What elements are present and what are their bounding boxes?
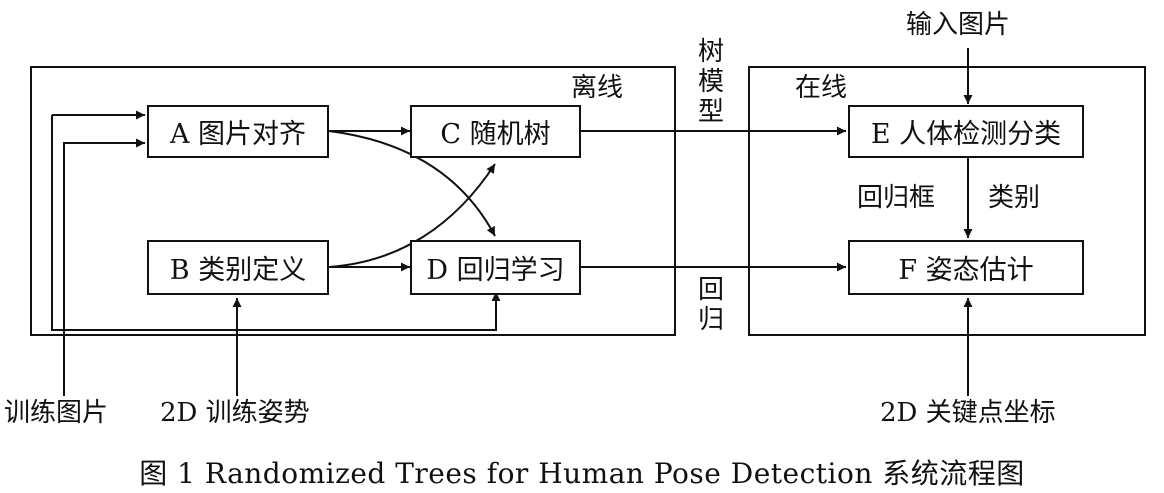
node-d-regression-learning: D 回归学习 xyxy=(410,240,581,295)
online-label: 在线 xyxy=(795,73,848,103)
online-frame xyxy=(748,66,1146,336)
edge-label-box: 回归框 xyxy=(857,183,936,213)
edge-training-images-to-a-top xyxy=(63,138,145,396)
input-training-images: 训练图片 xyxy=(4,398,109,428)
input-keypoints-2d: 2D 关键点坐标 xyxy=(880,398,1056,428)
edge-label-regression: 回归 xyxy=(697,275,724,335)
edge-label-category: 类别 xyxy=(988,183,1041,213)
node-a-image-alignment: A 图片对齐 xyxy=(147,105,329,158)
input-training-poses-2d: 2D 训练姿势 xyxy=(160,398,310,428)
offline-label: 离线 xyxy=(571,73,624,103)
edge-loop-to-d xyxy=(51,115,501,331)
edge-a-to-d xyxy=(328,130,496,237)
node-c-random-tree: C 随机树 xyxy=(410,105,581,158)
edge-label-tree-model: 树模型 xyxy=(697,37,724,127)
offline-frame xyxy=(30,66,676,336)
figure-caption: 图 1 Randomized Trees for Human Pose Dete… xyxy=(139,457,1025,490)
node-e-human-detection: E 人体检测分类 xyxy=(848,105,1084,158)
node-b-category-definition: B 类别定义 xyxy=(147,240,329,295)
edge-b-to-c xyxy=(328,163,496,268)
input-image: 输入图片 xyxy=(906,10,1011,40)
node-f-pose-estimation: F 姿态估计 xyxy=(848,240,1084,295)
